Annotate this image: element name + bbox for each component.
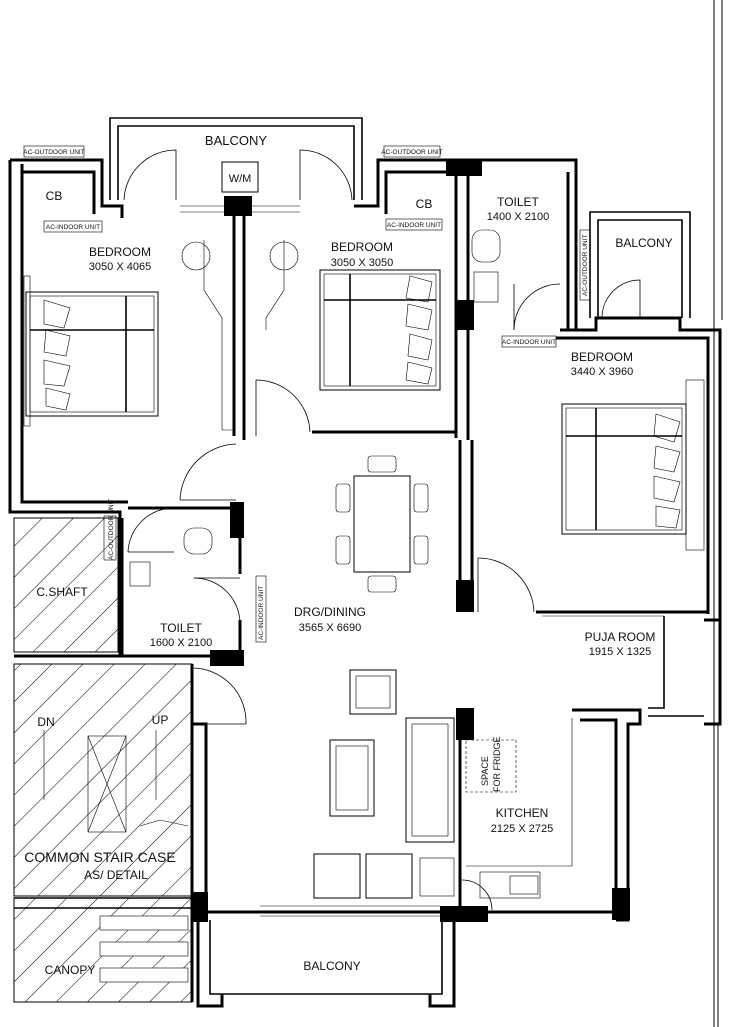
puja-size: 1915 X 1325 xyxy=(589,646,651,658)
stair-dn-label: DN xyxy=(37,715,54,729)
kitchen-name: KITCHEN xyxy=(496,806,549,820)
stair-steps xyxy=(43,730,189,983)
cb-right-label: CB xyxy=(416,197,433,211)
toilet1-name: TOILET xyxy=(497,195,539,209)
toilet2-size: 1600 X 2100 xyxy=(150,637,212,649)
ac-indoor-mid-label: AC-INDOOR UNIT xyxy=(387,222,441,229)
bedroom1-size: 3050 X 4065 xyxy=(89,261,151,273)
cshaft-label: C.SHAFT xyxy=(36,585,88,599)
ac-indoor-right-label: AC-INDOOR UNIT xyxy=(502,339,556,346)
ac-indoor-left-label: AC-INDOOR UNIT xyxy=(46,224,100,231)
toilet2-name: TOILET xyxy=(160,621,202,635)
fridge-line1-label: SPACE xyxy=(480,756,490,786)
balcony-bottom-label: BALCONY xyxy=(303,959,360,973)
toilet1-size: 1400 X 2100 xyxy=(487,211,549,223)
cb-left-label: CB xyxy=(46,189,63,203)
doors xyxy=(123,149,641,917)
bedroom1-name: BEDROOM xyxy=(89,245,151,259)
ac-outdoor-vertical-right-label: AC-OUTDOOR UNIT xyxy=(582,235,589,296)
dining-size: 3565 X 6690 xyxy=(299,622,361,634)
bedroom2-name: BEDROOM xyxy=(331,240,393,254)
fridge-line2-label: FOR FRIDGE xyxy=(492,737,502,793)
balcony-top-label: BALCONY xyxy=(205,133,267,148)
puja-name: PUJA ROOM xyxy=(585,630,656,644)
dining-name: DRG/DINING xyxy=(294,605,366,619)
cshaft-hatch xyxy=(13,517,119,653)
balcony-right-label: BALCONY xyxy=(615,236,672,250)
wm-label: W/M xyxy=(229,173,252,185)
ac-outdoor-mid-label: AC-OUTDOOR UNIT xyxy=(381,149,442,156)
stair-line2-label: AS/ DETAIL xyxy=(84,868,148,882)
room-labels: BALCONY W/M CB CB AC-OUTDOOR UNIT AC-OUT… xyxy=(23,133,672,977)
staircase-hatch xyxy=(13,663,193,897)
furniture xyxy=(23,200,705,983)
ac-outdoor-left-label: AC-OUTDOOR UNIT xyxy=(23,149,84,156)
bedroom2-size: 3050 X 3050 xyxy=(331,257,393,269)
bedroom3-name: BEDROOM xyxy=(571,350,633,364)
ac-outdoor-vertical-left-label: AC-OUTDOOR UNIT xyxy=(108,499,115,560)
kitchen-size: 2125 X 2725 xyxy=(491,823,553,835)
bedroom3-size: 3440 X 3960 xyxy=(571,366,633,378)
stair-up-label: UP xyxy=(152,713,169,727)
columns xyxy=(192,160,630,922)
canopy-label: CANOPY xyxy=(45,963,96,977)
ac-indoor-vertical-label: AC-INDOOR UNIT xyxy=(258,586,265,640)
stair-line1-label: COMMON STAIR CASE xyxy=(24,849,175,865)
